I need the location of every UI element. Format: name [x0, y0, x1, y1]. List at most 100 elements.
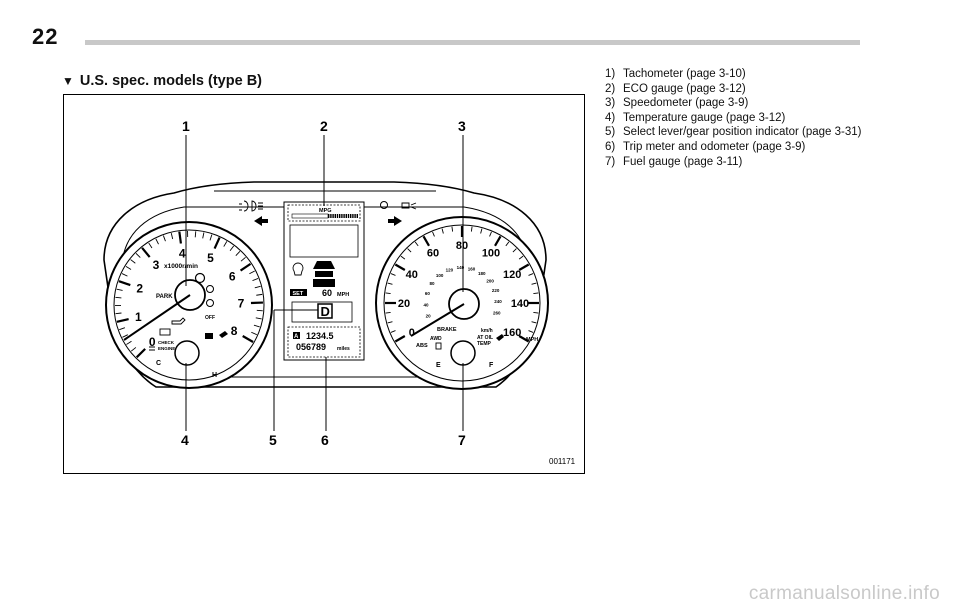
- tachometer-number: 5: [207, 251, 214, 265]
- tachometer-tick: [178, 231, 182, 244]
- odometer-unit: miles: [337, 346, 350, 352]
- speedometer-tick: [533, 292, 539, 295]
- callout-4: 4: [181, 432, 189, 448]
- fuel-gauge-hub: [450, 340, 476, 366]
- caption-list: 1)Tachometer (page 3-10) 2)ECO gauge (pa…: [605, 67, 925, 169]
- speedometer-tick: [387, 282, 393, 285]
- cruise-control-icon: [313, 261, 335, 287]
- gear-indicator-box: [291, 301, 353, 323]
- kmh-number: 60: [425, 291, 431, 296]
- speedometer-tick: [441, 228, 444, 234]
- eco-gauge-segment: [347, 214, 350, 218]
- speedometer-tick: [531, 321, 537, 324]
- eco-gauge-segment: [328, 214, 330, 218]
- set-label: SET: [293, 291, 304, 297]
- kmh-number: 200: [486, 278, 494, 283]
- tachometer-number: 7: [238, 296, 245, 310]
- callout-3: 3: [458, 118, 466, 134]
- park-label: PARK: [156, 294, 173, 300]
- trip-label: A: [294, 334, 299, 340]
- temp-cold-label: C: [156, 360, 161, 367]
- tachometer-tick: [116, 288, 123, 291]
- caption-item-1: 1)Tachometer (page 3-10): [605, 68, 746, 80]
- fuel-empty-label: E: [436, 362, 441, 369]
- headlight-icon: [251, 200, 263, 212]
- set-indicator: [290, 289, 307, 296]
- tachometer-tick: [122, 334, 129, 338]
- tachometer-tick: [213, 237, 221, 249]
- eco-gauge-segment: [352, 214, 354, 218]
- gear-indicator-inner: [317, 303, 333, 319]
- tachometer-tick: [229, 245, 235, 252]
- eco-gauge-segment: [334, 214, 336, 218]
- kmh-unit: km/h: [481, 328, 493, 334]
- tachometer-number: 3: [153, 258, 160, 272]
- speedometer-tick: [394, 335, 406, 343]
- eco-gauge-segment: [345, 214, 347, 218]
- kmh-number: 120: [446, 267, 454, 272]
- page-number: 22: [32, 24, 59, 49]
- caption-item-7: 7)Fuel gauge (page 3-11): [605, 155, 743, 168]
- tachometer-tick: [116, 318, 129, 323]
- callout-1: 1: [182, 118, 190, 134]
- watermark: carmanualsonline.info: [748, 583, 940, 604]
- tachometer-number: 8: [231, 324, 238, 338]
- awd-label: AWD: [430, 336, 442, 342]
- cruise-speed: 60: [322, 288, 332, 298]
- speedometer-tick: [451, 226, 454, 232]
- speedometer-tick: [387, 321, 393, 324]
- front-fog-icon: [239, 200, 249, 212]
- eco-gauge-segment: [356, 214, 358, 218]
- gear-position: D: [321, 304, 330, 319]
- tachometer-tick: [135, 348, 146, 359]
- seatbelt-icon: [206, 299, 214, 307]
- kmh-number: 140: [457, 265, 465, 270]
- tachometer-tick: [115, 312, 122, 315]
- eco-gauge-segment: [343, 214, 345, 218]
- trip-value: 1234.5: [306, 331, 334, 341]
- tachometer-tick: [125, 265, 132, 270]
- center-display: MPG SET 60 MPH D A 1234.5 056789 miles: [239, 200, 417, 361]
- speedometer-tick: [390, 273, 396, 276]
- figure-code: 001171: [549, 457, 576, 466]
- speedometer-tick: [518, 263, 530, 271]
- tachometer-tick: [253, 324, 260, 328]
- tachometer-tick: [135, 253, 141, 258]
- speedometer-needle: [410, 303, 465, 337]
- tachometer-number: 1: [135, 310, 142, 324]
- trip-odometer-panel: [287, 326, 361, 358]
- caption-item-5: 5)Select lever/gear position indicator (…: [605, 126, 862, 139]
- caption-item-2: 2)ECO gauge (page 3-12): [605, 82, 746, 95]
- at-oil-temp-label-2: TEMP: [477, 341, 492, 347]
- security-icon: [380, 201, 388, 209]
- vdc-off-label: OFF: [205, 315, 215, 321]
- speedometer-number: 60: [427, 248, 439, 260]
- tachometer-unit: x1000r/min: [164, 263, 198, 270]
- tachometer-tick: [249, 270, 255, 275]
- check-engine-label-1: CHECK: [158, 340, 175, 345]
- section-heading-text: U.S. spec. models (type B): [79, 73, 262, 89]
- section-heading: ▼U.S. spec. models (type B): [62, 73, 262, 89]
- speedometer-tick: [489, 231, 492, 237]
- tachometer-number: 0: [149, 335, 156, 349]
- kmh-number: 80: [430, 281, 436, 286]
- callout-2: 2: [320, 118, 328, 134]
- mph-unit: MPH: [526, 337, 538, 343]
- kmh-number: 260: [493, 310, 501, 315]
- tachometer-tick: [130, 347, 137, 352]
- tachometer-tick: [115, 296, 122, 299]
- tachometer-tick: [251, 331, 257, 336]
- tachometer-tick: [235, 251, 241, 256]
- cluster-housing: [103, 181, 547, 388]
- callout-6: 6: [321, 432, 329, 448]
- speedometer-tick: [422, 235, 430, 247]
- speedometer-tick: [494, 235, 502, 247]
- speedometer-tick: [432, 231, 435, 237]
- speedometer-number: 20: [398, 298, 410, 310]
- speedometer-number: 0: [409, 327, 415, 339]
- eco-gauge-segment: [354, 214, 356, 218]
- eyesight-icon: [401, 202, 417, 210]
